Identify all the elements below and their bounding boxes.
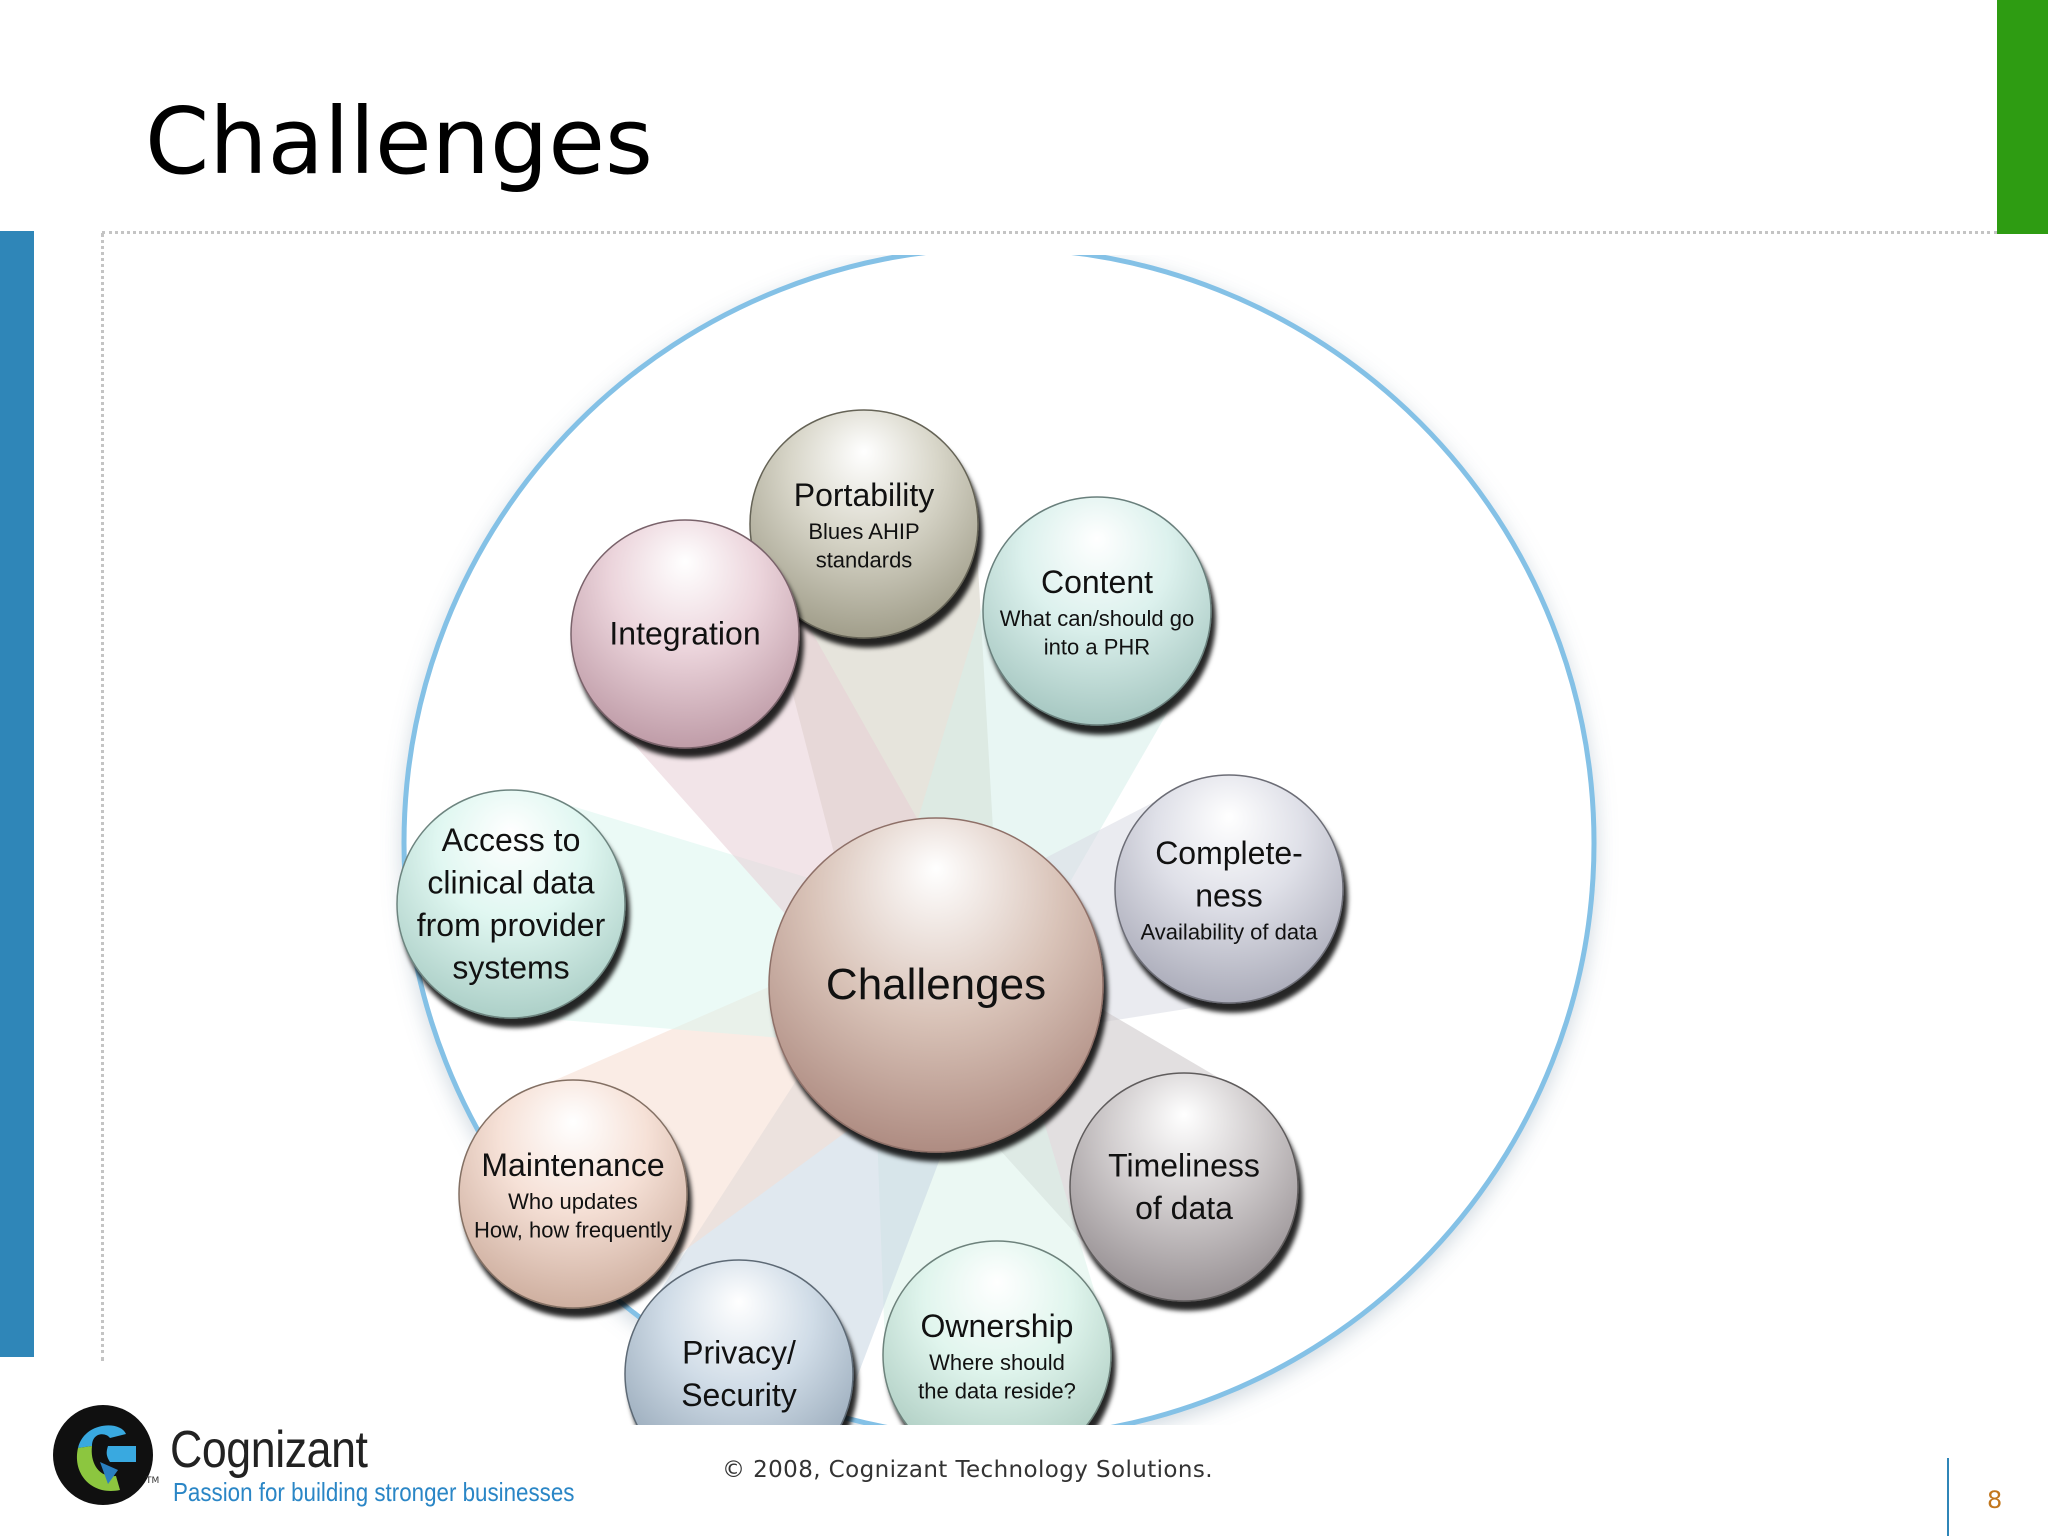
green-accent-bar xyxy=(1997,0,2048,234)
node-title-ownership: Ownership xyxy=(921,1308,1074,1344)
node-circle-portability xyxy=(749,409,979,639)
node-title-maintenance: Maintenance xyxy=(481,1147,664,1183)
node-circle-timeliness xyxy=(1069,1072,1299,1302)
node-circle-maintenance xyxy=(458,1079,688,1309)
node-circle-integration xyxy=(570,519,800,749)
node-title-integration: Integration xyxy=(609,616,760,652)
node-access-clinical-data: Access to clinical data from provider syste… xyxy=(396,789,626,1019)
node-circle-content xyxy=(982,496,1212,726)
node-subtitle-maintenance: How, how frequently xyxy=(474,1218,672,1243)
node-title-portability: Portability xyxy=(794,477,935,513)
center-circle xyxy=(768,817,1104,1153)
node-privacy-security: Privacy/Security xyxy=(624,1259,854,1425)
center-node: Challenges xyxy=(768,817,1104,1153)
cognizant-logo-icon xyxy=(53,1405,153,1505)
node-title-privacy-security: Security xyxy=(681,1377,797,1413)
slide-title: Challenges xyxy=(145,88,653,195)
node-timeliness: Timeliness of data xyxy=(1069,1072,1299,1302)
content-left-border xyxy=(101,233,104,1361)
node-title-access-clinical-data: systems xyxy=(452,949,569,985)
node-subtitle-portability: standards xyxy=(816,548,913,573)
page-number-divider xyxy=(1947,1458,1949,1536)
node-circle-ownership xyxy=(882,1240,1112,1425)
node-title-timeliness: of data xyxy=(1135,1190,1233,1226)
node-title-completeness: Complete- xyxy=(1155,835,1303,871)
node-circle-access-clinical-data xyxy=(396,789,626,1019)
node-subtitle-maintenance: Who updates xyxy=(508,1189,638,1214)
node-subtitle-portability: Blues AHIP xyxy=(808,519,919,544)
node-title-privacy-security: Privacy/ xyxy=(682,1334,796,1370)
copyright-notice: © 2008, Cognizant Technology Solutions. xyxy=(722,1457,1213,1483)
node-title-access-clinical-data: Access to xyxy=(442,822,581,858)
node-circle-privacy-security xyxy=(624,1259,854,1425)
node-subtitle-ownership: Where should xyxy=(929,1350,1065,1375)
node-title-timeliness: Timeliness xyxy=(1108,1147,1260,1183)
brand-name: Cognizant xyxy=(170,1421,368,1479)
center-label: Challenges xyxy=(826,960,1046,1009)
node-integration: Integration xyxy=(570,519,800,749)
node-subtitle-content: into a PHR xyxy=(1044,635,1150,660)
node-title-access-clinical-data: from provider xyxy=(417,907,606,943)
node-subtitle-ownership: the data reside? xyxy=(918,1379,1076,1404)
node-title-content: Content xyxy=(1041,564,1153,600)
node-circle-completeness xyxy=(1114,774,1344,1004)
node-title-completeness: ness xyxy=(1195,878,1263,914)
blue-accent-bar xyxy=(0,231,34,1357)
brand-tagline: Passion for building stronger businesses xyxy=(173,1477,575,1507)
node-subtitle-content: What can/should go xyxy=(1000,606,1194,631)
node-subtitle-completeness: Availability of data xyxy=(1141,920,1319,945)
node-title-access-clinical-data: clinical data xyxy=(427,864,594,900)
trademark-mark: TM xyxy=(146,1476,160,1486)
title-divider xyxy=(102,231,1997,234)
page-number: 8 xyxy=(1987,1486,2003,1514)
